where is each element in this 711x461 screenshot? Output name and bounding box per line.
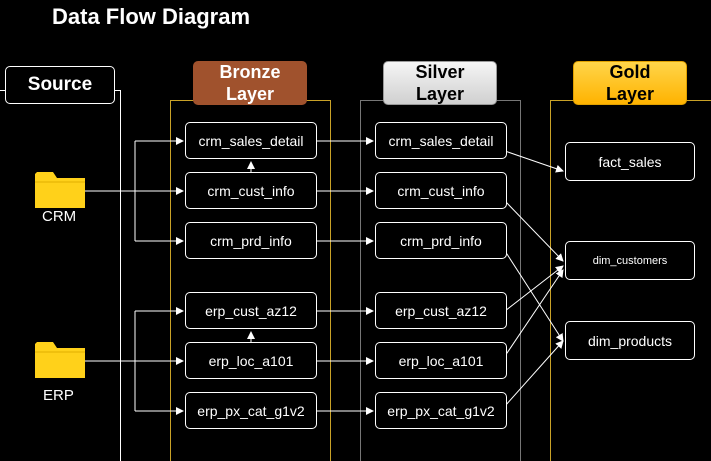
bronze-node-crm-prd-info: crm_prd_info bbox=[185, 222, 317, 259]
silver-header: Silver Layer bbox=[383, 61, 497, 105]
bronze-node-crm-sales-detail: crm_sales_detail bbox=[185, 122, 317, 159]
silver-node-crm-cust-info: crm_cust_info bbox=[375, 172, 507, 209]
gold-node-dim-customers: dim_customers bbox=[565, 241, 695, 280]
arrow-sales-to-fact bbox=[504, 150, 564, 173]
source-header: Source bbox=[5, 66, 115, 104]
arrow-cust-to-dim-customers bbox=[504, 200, 564, 262]
bronze-node-crm-cust-info: crm_cust_info bbox=[185, 172, 317, 209]
silver-node-erp-loc-a101: erp_loc_a101 bbox=[375, 342, 507, 379]
crm-label: CRM bbox=[42, 208, 77, 225]
erp-folder-icon bbox=[35, 342, 85, 378]
silver-node-crm-sales-detail: crm_sales_detail bbox=[375, 122, 507, 159]
gold-node-dim-products: dim_products bbox=[565, 321, 695, 360]
silver-node-crm-prd-info: crm_prd_info bbox=[375, 222, 507, 259]
silver-node-erp-cust-az12: erp_cust_az12 bbox=[375, 292, 507, 329]
arrow-erp-loc-to-dim-customers bbox=[504, 269, 564, 357]
gold-header: Gold Layer bbox=[573, 61, 687, 105]
arrow-erp-cust-to-dim-customers bbox=[504, 265, 564, 312]
diagram-title: Data Flow Diagram bbox=[52, 4, 251, 29]
arrow-erp-px-to-dim-products bbox=[504, 340, 564, 407]
arrow-prd-to-dim-products bbox=[504, 250, 564, 342]
erp-label: ERP bbox=[43, 387, 74, 404]
bronze-node-erp-loc-a101: erp_loc_a101 bbox=[185, 342, 317, 379]
bronze-node-erp-px-cat-g1v2: erp_px_cat_g1v2 bbox=[185, 392, 317, 429]
gold-node-fact-sales: fact_sales bbox=[565, 142, 695, 181]
silver-node-erp-px-cat-g1v2: erp_px_cat_g1v2 bbox=[375, 392, 507, 429]
crm-folder-icon bbox=[35, 172, 85, 208]
bronze-header: Bronze Layer bbox=[193, 61, 307, 105]
bronze-node-erp-cust-az12: erp_cust_az12 bbox=[185, 292, 317, 329]
